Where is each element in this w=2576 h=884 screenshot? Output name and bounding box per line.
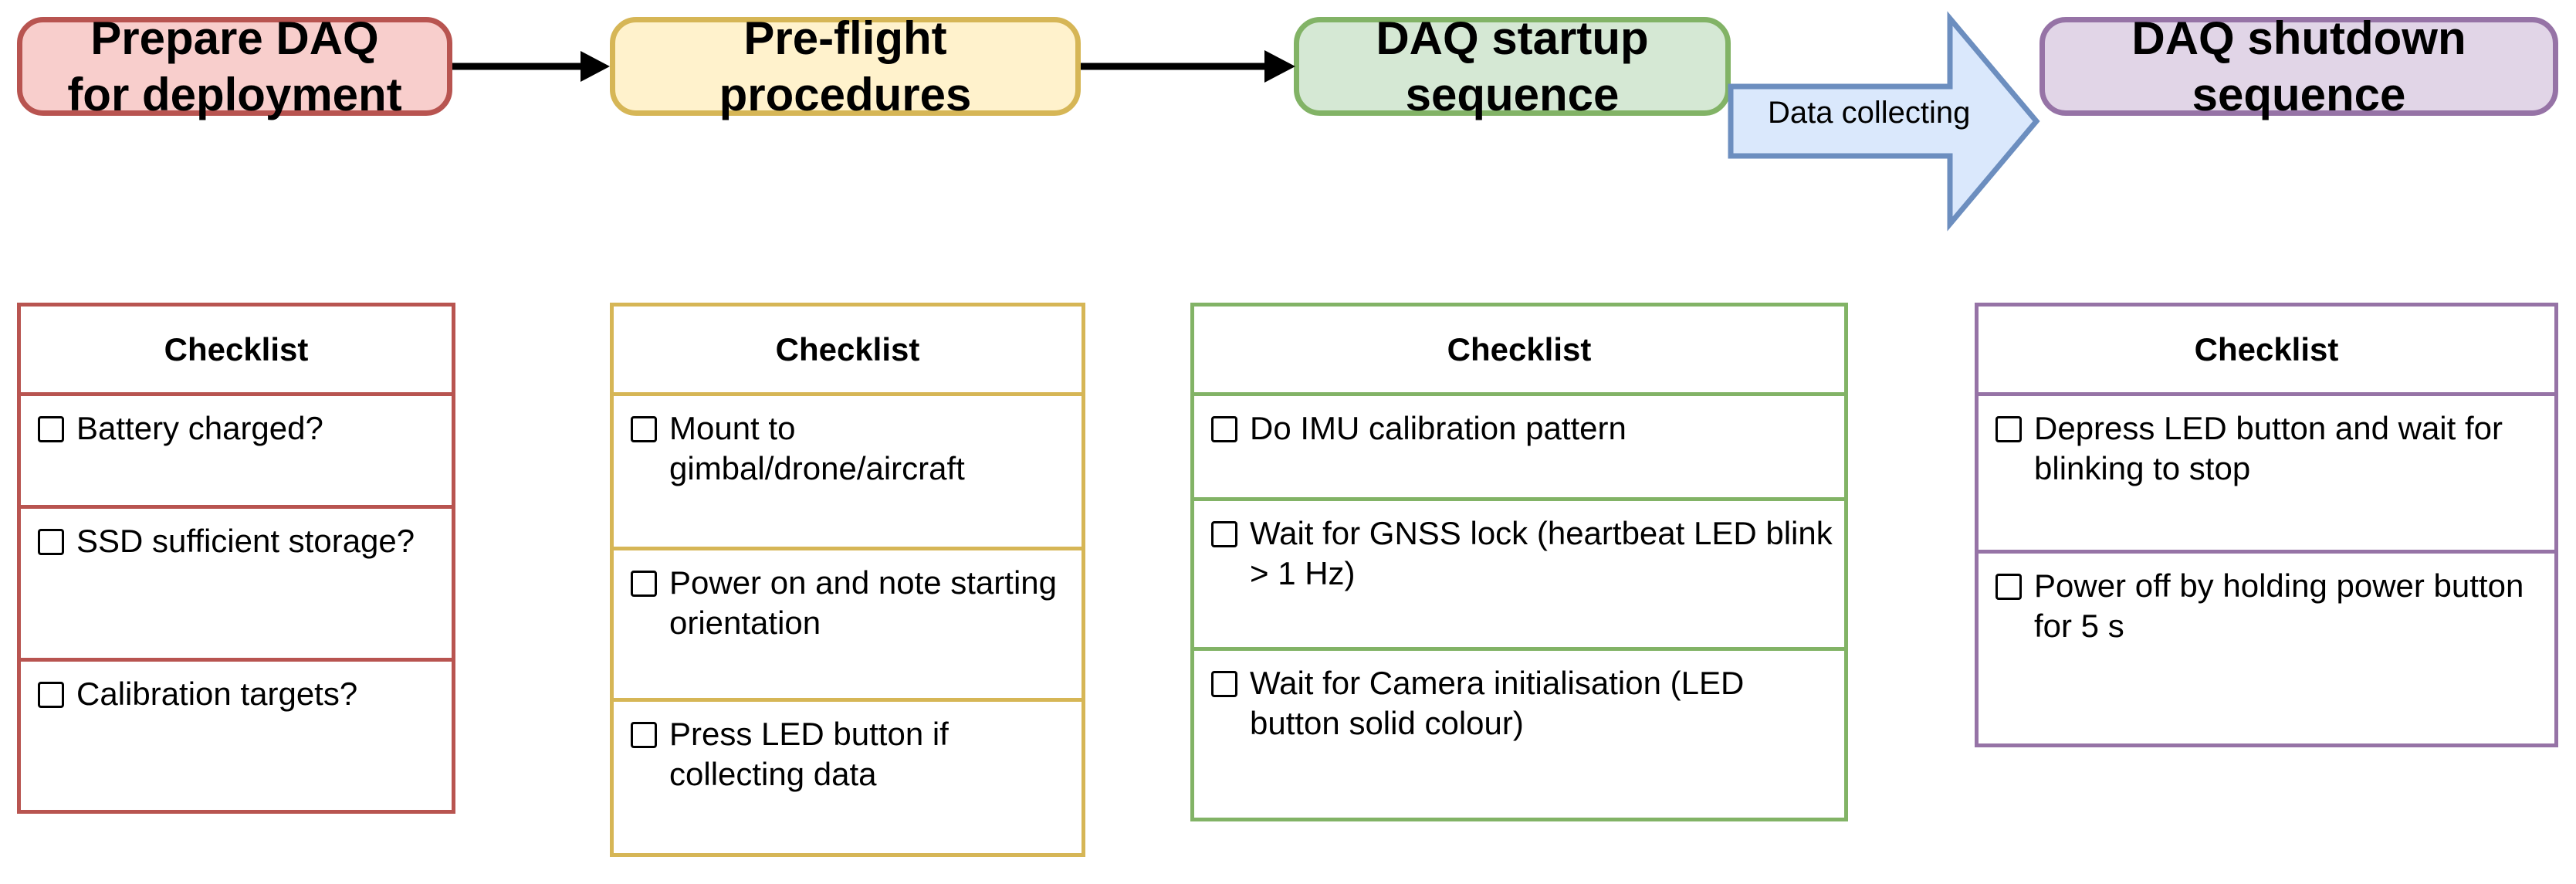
checklist-item-label: Battery charged? <box>76 410 323 446</box>
connector-startup-to-shutdown <box>1728 11 2041 232</box>
checklist-item-label: Wait for GNSS lock (heartbeat LED blink … <box>1250 515 1833 591</box>
checklist-item[interactable]: Power off by holding power button for 5 … <box>1979 554 2554 743</box>
checklist-item[interactable]: Do IMU calibration pattern <box>1194 396 1844 501</box>
checklist-item-label: Press LED button if collecting data <box>669 716 949 792</box>
checkbox-icon[interactable] <box>631 722 657 748</box>
checkbox-icon[interactable] <box>1211 671 1237 697</box>
checkbox-icon[interactable] <box>1995 574 2022 600</box>
checklist-shutdown: Checklist Depress LED button and wait fo… <box>1975 303 2558 747</box>
checkbox-icon[interactable] <box>1995 416 2022 442</box>
checklist-item-label: Do IMU calibration pattern <box>1250 410 1627 446</box>
checklist-item[interactable]: Depress LED button and wait for blinking… <box>1979 396 2554 554</box>
checklist-header: Checklist <box>21 307 452 396</box>
checklist-item[interactable]: Battery charged? <box>21 396 452 509</box>
checklist-header: Checklist <box>1194 307 1844 396</box>
checkbox-icon[interactable] <box>38 682 64 708</box>
checkbox-icon[interactable] <box>38 416 64 442</box>
checklist-item-label: Wait for Camera initialisation (LED butt… <box>1250 665 1745 741</box>
connector-label-data-collecting: Data collecting <box>1768 96 1971 130</box>
checklist-item-label: Power on and note starting orientation <box>669 564 1057 641</box>
checklist-item[interactable]: Wait for Camera initialisation (LED butt… <box>1194 651 1844 818</box>
checklist-preflight: Checklist Mount to gimbal/drone/aircraft… <box>610 303 1085 857</box>
checklist-item[interactable]: Calibration targets? <box>21 662 452 810</box>
checkbox-icon[interactable] <box>631 416 657 442</box>
checklist-item[interactable]: Press LED button if collecting data <box>614 702 1082 861</box>
checklist-item-label: SSD sufficient storage? <box>76 523 415 559</box>
checklist-item-label: Mount to gimbal/drone/aircraft <box>669 410 965 486</box>
checklist-item[interactable]: Wait for GNSS lock (heartbeat LED blink … <box>1194 501 1844 651</box>
checklist-item-label: Power off by holding power button for 5 … <box>2034 567 2524 644</box>
checklist-item[interactable]: SSD sufficient storage? <box>21 509 452 662</box>
checkbox-icon[interactable] <box>1211 416 1237 442</box>
checkbox-icon[interactable] <box>1211 521 1237 547</box>
connector-prepare-to-preflight <box>452 43 614 90</box>
checklist-item[interactable]: Power on and note starting orientation <box>614 550 1082 702</box>
checklist-item[interactable]: Mount to gimbal/drone/aircraft <box>614 396 1082 550</box>
checklist-item-label: Depress LED button and wait for blinking… <box>2034 410 2503 486</box>
checklist-startup: Checklist Do IMU calibration pattern Wai… <box>1190 303 1848 821</box>
connector-preflight-to-startup <box>1081 43 1300 90</box>
checklist-header: Checklist <box>1979 307 2554 396</box>
checkbox-icon[interactable] <box>38 529 64 555</box>
checklist-header: Checklist <box>614 307 1082 396</box>
checkbox-icon[interactable] <box>631 571 657 597</box>
checklist-item-label: Calibration targets? <box>76 676 358 712</box>
checklist-prepare: Checklist Battery charged? SSD sufficien… <box>17 303 455 814</box>
